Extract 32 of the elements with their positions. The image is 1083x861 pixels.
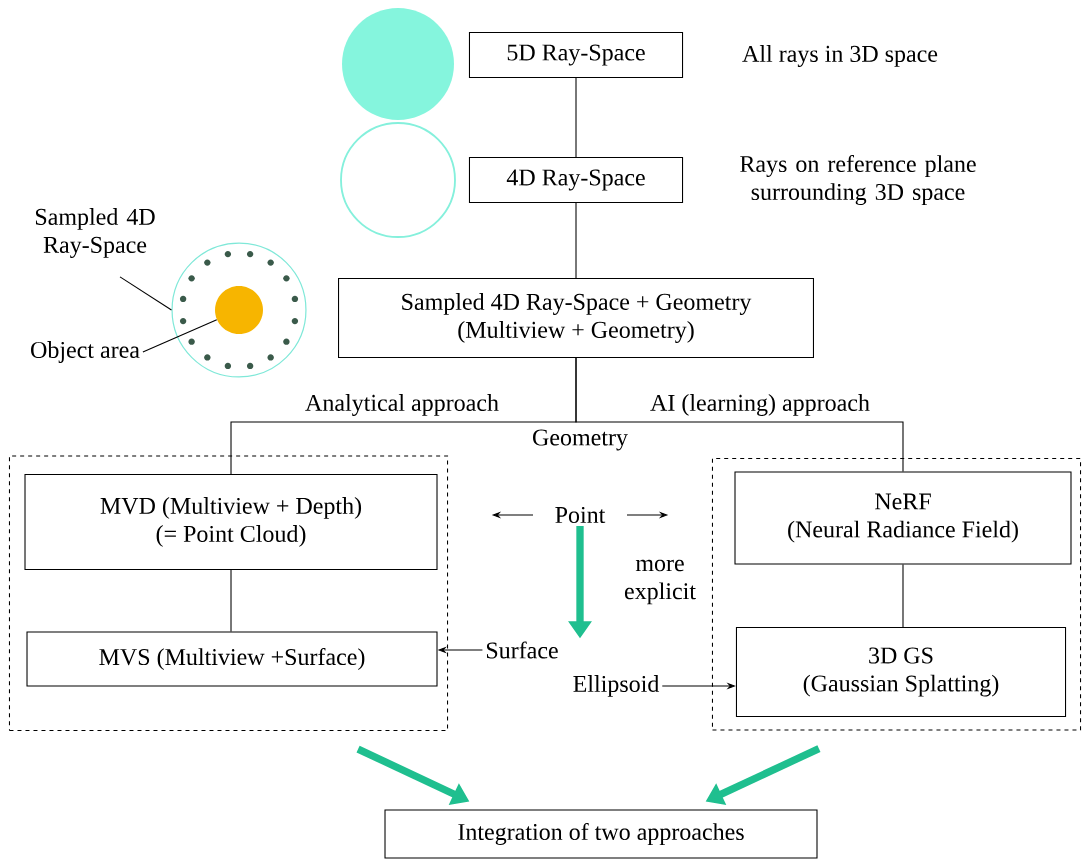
process-box: 5D Ray-Space — [468, 31, 684, 79]
process-box: MVS (Multiview +Surface) — [26, 631, 438, 687]
process-box: Integration of two approaches — [384, 809, 818, 859]
filled-circle — [342, 8, 454, 120]
process-box: 4D Ray-Space — [468, 156, 684, 204]
process-box: 3D GS (Gaussian Splatting) — [735, 626, 1067, 718]
leader-line — [142, 319, 218, 353]
process-box: Sampled 4D Ray-Space + Geometry (Multiview + Geometry) — [338, 278, 814, 358]
dashed-group-box — [8, 455, 449, 732]
beside-text: Rays on reference plane surrounding 3D space — [740, 154, 976, 206]
sampled-circle — [171, 242, 307, 378]
callout-text: Sampled 4D Ray-Space — [35, 208, 155, 258]
edge-label: AI (learning) approach — [650, 394, 870, 416]
connector-line — [230, 569, 232, 632]
ring — [340, 122, 456, 238]
process-box: MVD (Multiview + Depth) (= Point Cloud) — [24, 474, 438, 570]
connector-line — [575, 77, 577, 158]
leader-line — [119, 276, 172, 311]
connector-line — [902, 564, 904, 628]
term-label: Ellipsoid — [573, 675, 660, 697]
connector-line — [575, 202, 577, 279]
object-circle — [215, 286, 263, 334]
term-label: Point — [555, 506, 606, 524]
connector-line — [575, 357, 904, 472]
callout-text: Object area — [31, 341, 140, 363]
term-label: Surface — [486, 641, 558, 659]
edge-label: more explicit — [624, 559, 696, 605]
dashed-group-box — [711, 457, 1082, 731]
heading-label: Geometry — [533, 429, 628, 451]
edge-label: Analytical approach — [305, 394, 499, 416]
beside-text: All rays in 3D space — [742, 45, 938, 67]
process-box: NeRF (Neural Radiance Field) — [734, 471, 1072, 565]
